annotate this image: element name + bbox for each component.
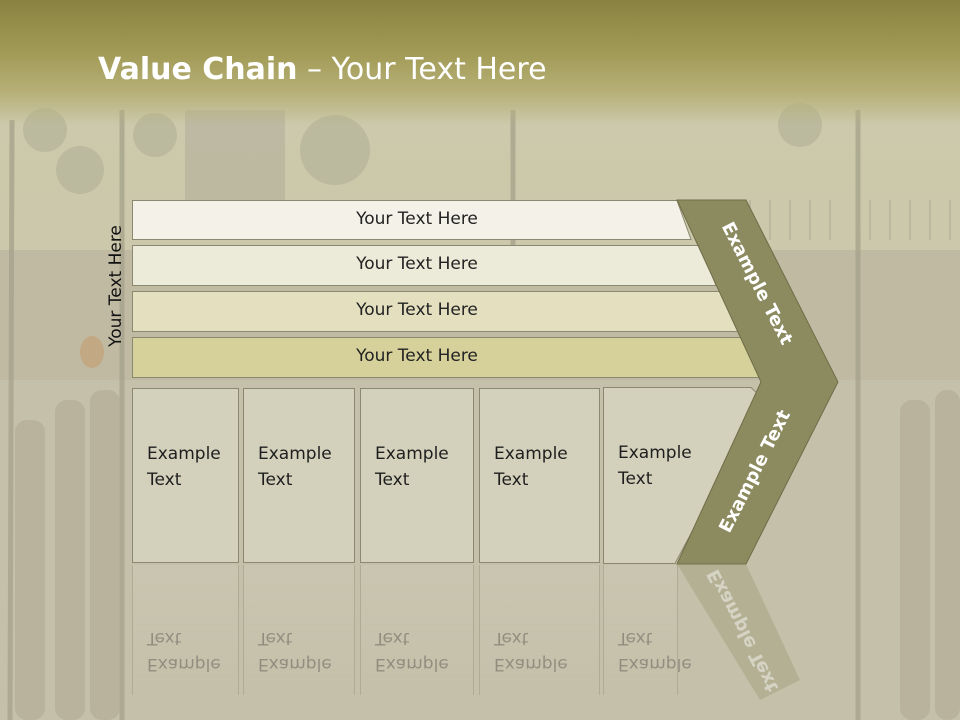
- title-band: [0, 0, 960, 125]
- title-rest: – Your Text Here: [297, 52, 547, 87]
- title-bold: Value Chain: [98, 52, 298, 87]
- page-title: Value Chain – Your Text Here: [98, 52, 547, 87]
- support-bar-4-label: Your Text Here: [356, 346, 478, 366]
- support-bar-2-label: Your Text Here: [356, 254, 478, 274]
- support-bar-3-label: Your Text Here: [356, 300, 478, 320]
- side-label-text: Your Text Here: [106, 225, 126, 347]
- support-bar-1-label: Your Text Here: [356, 209, 478, 229]
